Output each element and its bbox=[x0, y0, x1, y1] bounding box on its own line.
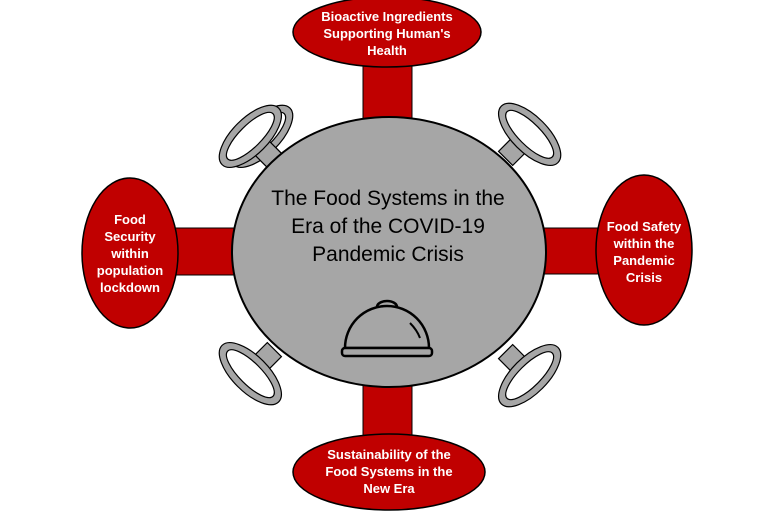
node-left-shape bbox=[81, 177, 179, 329]
node-right-line: within the bbox=[613, 236, 675, 251]
central-title-line: Era of the COVID-19 bbox=[291, 215, 485, 238]
node-right-shape bbox=[595, 174, 693, 326]
node-right-line: Crisis bbox=[625, 270, 663, 285]
node-bottom-shape bbox=[292, 433, 486, 511]
node-top-line: Supporting Human's bbox=[323, 25, 451, 41]
node-top-label: Bioactive Ingredients Supporting Human's… bbox=[293, 5, 481, 61]
chair-bottom-left bbox=[218, 341, 283, 406]
node-left-line: Food bbox=[114, 211, 146, 227]
node-top-line: Health bbox=[367, 42, 407, 58]
node-right-line: Pandemic bbox=[613, 253, 675, 268]
node-bottom-line: Sustainability of the bbox=[327, 446, 451, 462]
round-table bbox=[231, 116, 547, 388]
node-left-line: lockdown bbox=[100, 279, 160, 295]
central-title-line: The Food Systems in the bbox=[271, 187, 505, 210]
chair-bottom-right bbox=[497, 343, 562, 408]
node-top-shape bbox=[292, 0, 482, 68]
node-right-label: Food Safety within the Pandemic Crisis bbox=[596, 210, 692, 294]
central-title: The Food Systems in the Era of the COVID… bbox=[240, 185, 536, 269]
cloche-icon bbox=[340, 299, 434, 358]
node-bottom-label: Sustainability of the Food Systems in th… bbox=[293, 443, 485, 499]
chair-top-left-fix bbox=[218, 104, 283, 169]
central-title-line: Pandemic Crisis bbox=[312, 243, 464, 266]
node-left-line: population bbox=[96, 262, 164, 278]
node-top-line: Bioactive Ingredients bbox=[321, 8, 453, 24]
chair-top-right bbox=[497, 102, 562, 167]
node-left-line: Security bbox=[104, 228, 156, 244]
node-bottom-line: New Era bbox=[363, 480, 415, 496]
node-left-line: within bbox=[111, 245, 149, 261]
node-right-line: Food Safety bbox=[606, 219, 682, 234]
node-left-label: Food Security within population lockdown bbox=[82, 200, 178, 306]
connector-bottom bbox=[362, 377, 413, 444]
node-bottom-line: Food Systems in the bbox=[325, 463, 453, 479]
